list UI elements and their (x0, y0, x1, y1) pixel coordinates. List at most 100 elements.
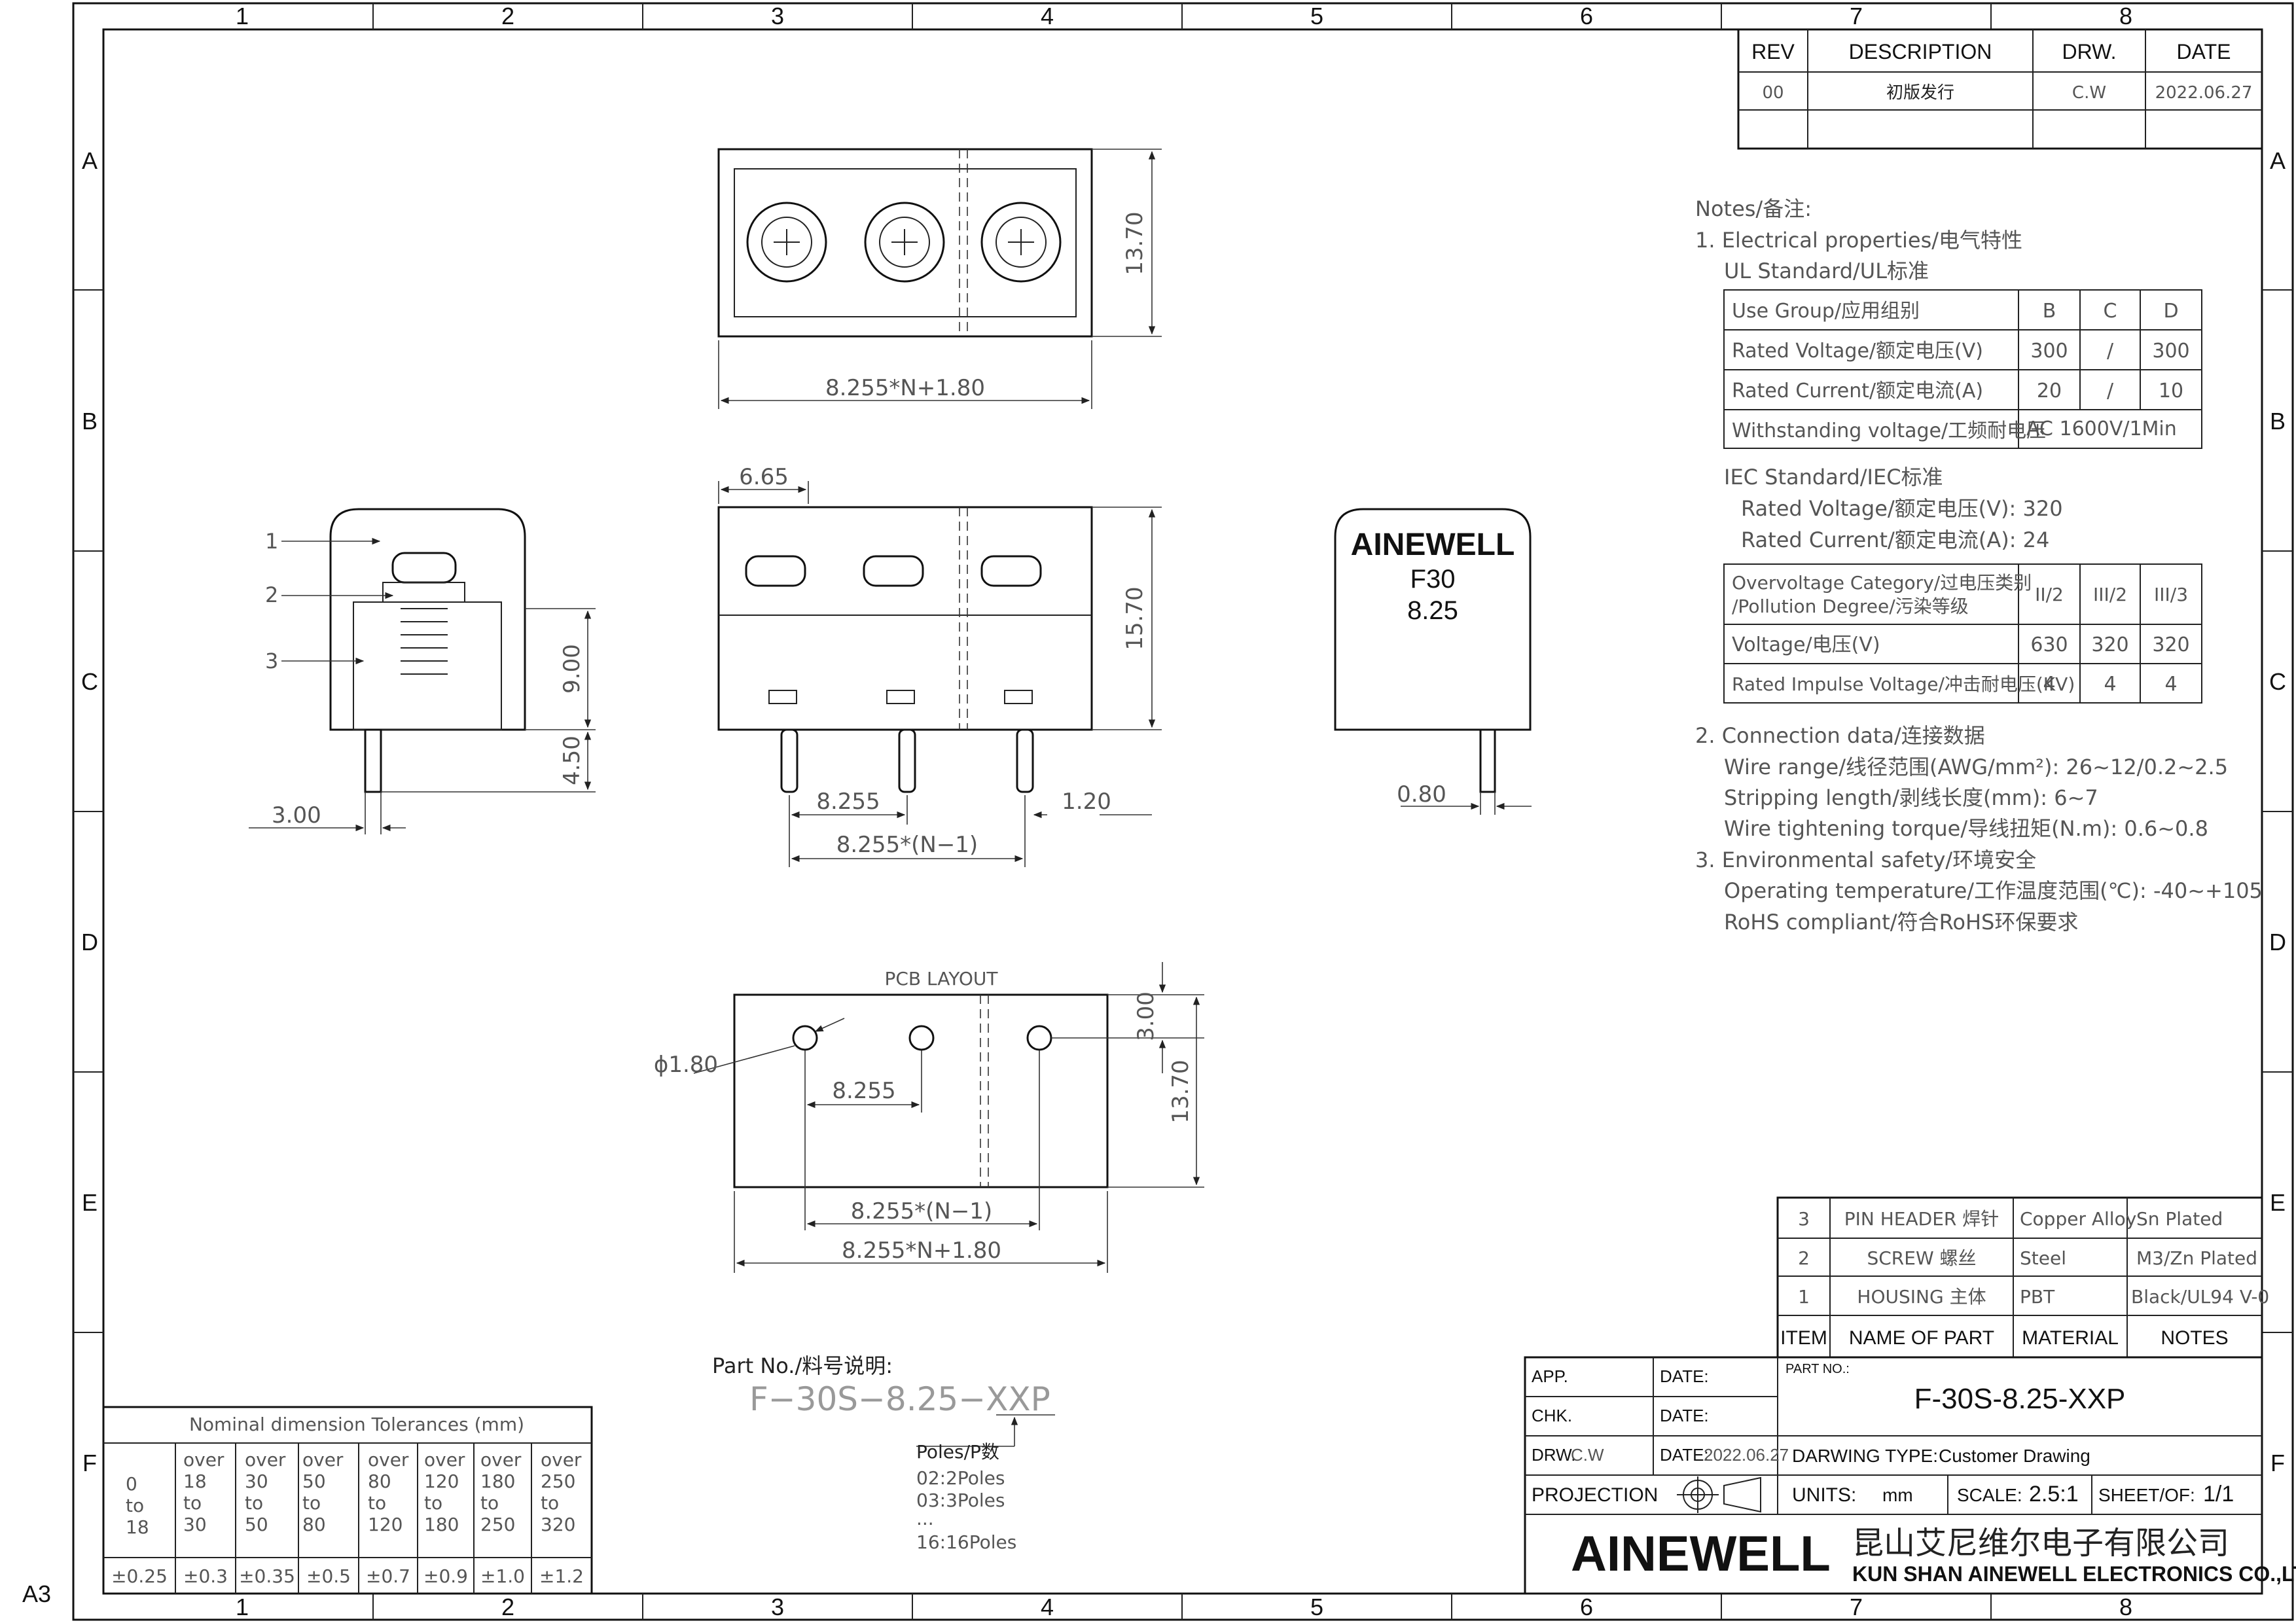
col-label: 6 (1580, 1594, 1593, 1620)
tol-value: ±0.25 (111, 1565, 168, 1587)
ul-cell: 300 (2152, 340, 2189, 363)
tolerance-values: ±0.25 ±0.3 ±0.35 ±0.5 ±0.7 ±0.9 ±1.0 ±1.… (111, 1565, 584, 1587)
tol-range: 250 (480, 1514, 515, 1535)
callout-2: 2 (265, 582, 278, 607)
note-torque: Wire tightening torque/导线扭矩(N.m): 0.6~0.… (1724, 816, 2208, 841)
sheet-size: A3 (22, 1580, 51, 1607)
note-iec-v: Rated Voltage/额定电压(V): 320 (1741, 496, 2063, 521)
tb-units-value: mm (1882, 1485, 1913, 1505)
iec-cell: 4 (2043, 673, 2055, 696)
title-block (1524, 1356, 2263, 1595)
tb-date-value: 2022.06.27 (1704, 1445, 1789, 1465)
tol-range: to (302, 1492, 321, 1514)
row-label: E (2270, 1189, 2286, 1216)
iec-cell: Rated Impulse Voltage/冲击耐电压(KV) (1732, 673, 2075, 695)
dim-marking-pin: 0.80 (1397, 781, 1446, 808)
notes: Notes/备注: 1. Electrical properties/电气特性 … (1695, 196, 2263, 935)
dim-side-height: 9.00 (559, 644, 585, 694)
iec-cell: Voltage/电压(V) (1732, 633, 1880, 656)
tol-range: over (183, 1449, 224, 1471)
tol-range: over (302, 1449, 344, 1471)
row-label: A (2270, 147, 2286, 174)
note-strip: Stripping length/剥线长度(mm): 6~7 (1724, 785, 2098, 810)
ul-table (1723, 289, 2202, 449)
tol-range: 18 (183, 1471, 207, 1492)
col-label: 5 (1310, 1594, 1323, 1620)
row-label: E (82, 1189, 98, 1216)
tol-range: to (480, 1492, 499, 1514)
tol-range: 50 (302, 1471, 326, 1492)
marking-brand: AINEWELL (1351, 527, 1515, 562)
tol-range: 180 (424, 1514, 459, 1535)
dim-pcb-span: 8.255*(N−1) (851, 1198, 992, 1224)
col-label: 7 (1850, 3, 1863, 29)
callout-3: 3 (265, 649, 278, 673)
tol-range: 30 (183, 1514, 207, 1535)
tol-range: 180 (480, 1471, 515, 1492)
dim-pcb-offset: 3.00 (1133, 991, 1159, 1041)
dim-front-pin: 1.20 (1062, 789, 1111, 815)
marking-line1: F30 (1410, 565, 1456, 594)
bom-cell: Sn Plated (2136, 1208, 2223, 1230)
tol-range: 80 (302, 1514, 326, 1535)
col-label: 4 (1041, 3, 1054, 29)
iec-cell: II/2 (2035, 584, 2064, 605)
note-ul: UL Standard/UL标准 (1724, 259, 1929, 283)
tol-range: to (368, 1492, 386, 1514)
bom-cell: Copper Alloy (2020, 1208, 2136, 1230)
tb-partno-label: PART NO.: (1785, 1362, 1850, 1376)
col-label: 5 (1310, 3, 1323, 29)
ul-cell: Withstanding voltage/工频耐电压 (1732, 419, 2046, 442)
row-label: D (81, 929, 98, 955)
row-label: B (2270, 408, 2286, 435)
tb-projection: PROJECTION (1532, 1484, 1658, 1506)
tol-range: 320 (541, 1514, 575, 1535)
company-name-cn: 昆山艾尼维尔电子有限公司 (1852, 1525, 2229, 1561)
col-label: 8 (2119, 3, 2132, 29)
tol-range: over (368, 1449, 409, 1471)
bom-header: NOTES (2161, 1327, 2228, 1349)
inner-frame (102, 28, 2263, 1595)
tb-drawing-type: DARWING TYPE: (1792, 1446, 1938, 1466)
rev-header: DESCRIPTION (1849, 40, 1992, 63)
tol-value: ±0.7 (366, 1565, 410, 1587)
rev-header: REV (1751, 40, 1795, 63)
bom-cell: PIN HEADER 焊针 (1844, 1208, 2000, 1230)
tol-range: to (126, 1495, 144, 1516)
dim-top-height: 13.70 (1122, 211, 1148, 275)
tol-value: ±1.2 (539, 1565, 584, 1587)
col-label: 1 (236, 1594, 249, 1620)
tol-value: ±0.5 (306, 1565, 351, 1587)
ul-cell: 300 (2030, 340, 2068, 363)
dim-front-height: 15.70 (1122, 586, 1148, 650)
tb-date: DATE: (1660, 1445, 1709, 1465)
tol-range: 80 (368, 1471, 391, 1492)
dim-pcb-hole: ϕ1.80 (654, 1052, 718, 1078)
ul-cell: B (2043, 300, 2056, 323)
front-view (717, 481, 1162, 867)
tb-partno: F-30S-8.25-XXP (1914, 1383, 2126, 1415)
dim-pcb-width: 8.255*N+1.80 (842, 1238, 1001, 1264)
poles-item: 02:2Poles (916, 1467, 1005, 1489)
top-view (717, 148, 1162, 409)
col-label: 2 (501, 1594, 514, 1620)
note-temp: Operating temperature/工作温度范围(℃): -40~+10… (1724, 878, 2263, 903)
col-label: 2 (501, 3, 514, 29)
tb-chk: CHK. (1532, 1406, 1572, 1425)
iec-cell: 320 (2152, 633, 2189, 656)
iec-cell: III/3 (2154, 584, 2188, 605)
ul-cell: Rated Voltage/额定电压(V) (1732, 340, 1983, 363)
iec-cell: III/2 (2093, 584, 2127, 605)
iec-table (1723, 563, 2202, 704)
tol-value: ±0.3 (183, 1565, 228, 1587)
tb-sheet: SHEET/OF: (2098, 1485, 2195, 1505)
revision-table: REV DESCRIPTION DRW. DATE 00 初版发行 C.W 20… (1737, 28, 2263, 150)
tol-value: ±0.9 (423, 1565, 468, 1587)
zone-grid (73, 3, 2293, 1620)
note-1: 1. Electrical properties/电气特性 (1695, 228, 2022, 253)
bom-cell: SCREW 螺丝 (1867, 1247, 1976, 1269)
dim-side-offset: 3.00 (272, 802, 321, 829)
pcb-layout (693, 962, 1204, 1273)
side-view (249, 508, 596, 834)
bom-cell: M3/Zn Plated (2136, 1247, 2257, 1269)
